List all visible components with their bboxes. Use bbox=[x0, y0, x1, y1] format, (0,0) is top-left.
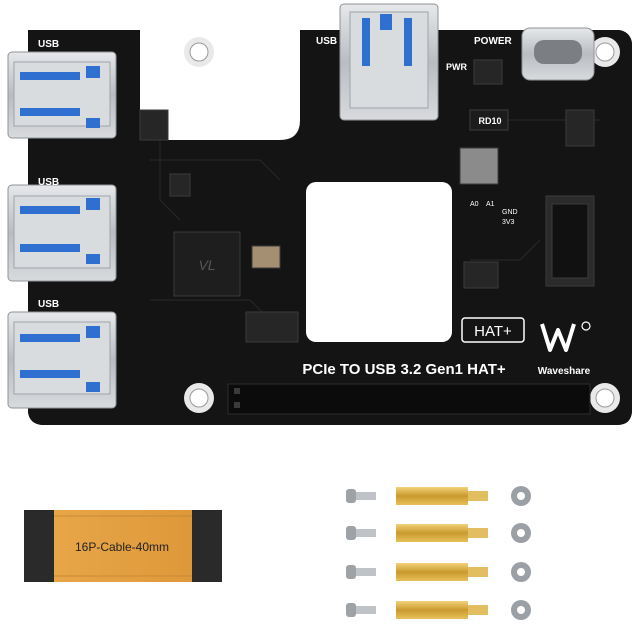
chip-marking: RD10 bbox=[478, 116, 501, 126]
pwr-label: PWR bbox=[446, 62, 467, 72]
components bbox=[139, 59, 595, 343]
hardware-kit bbox=[346, 486, 531, 620]
usb-label-left-2: USB bbox=[38, 177, 59, 188]
board-title: PCIe TO USB 3.2 Gen1 HAT+ bbox=[302, 361, 505, 378]
screw-row-1 bbox=[346, 486, 531, 506]
usb-port-left-1 bbox=[7, 51, 117, 139]
hat-badge-frame bbox=[461, 317, 525, 343]
screw-row-3 bbox=[346, 562, 531, 582]
screw-row-4 bbox=[346, 600, 531, 620]
pin-label-3v3: 3V3 bbox=[502, 219, 515, 226]
gpio-header bbox=[227, 383, 591, 415]
usb-label-left-3: USB bbox=[38, 299, 59, 310]
board-cutout bbox=[306, 182, 452, 342]
waveshare-logo-icon bbox=[540, 321, 591, 352]
mounting-holes bbox=[184, 37, 620, 413]
cable-label: 16P-Cable-40mm bbox=[75, 540, 169, 554]
brand-label: Waveshare bbox=[538, 366, 591, 377]
addr-label-a0: A0 bbox=[470, 201, 479, 208]
usb-port-left-3 bbox=[7, 311, 117, 409]
usb-label-top: USB bbox=[316, 36, 337, 47]
hat-badge: HAT+ bbox=[474, 323, 512, 340]
power-label: POWER bbox=[474, 36, 513, 47]
screw-row-2 bbox=[346, 523, 531, 543]
fpc-cable bbox=[24, 510, 222, 582]
addr-label-a1: A1 bbox=[486, 201, 495, 208]
usb-port-left-2 bbox=[7, 184, 117, 282]
usb-c-connector bbox=[521, 27, 595, 81]
svg-text:VL: VL bbox=[198, 257, 215, 273]
main-chip: VL bbox=[173, 231, 241, 297]
board-notch bbox=[140, 22, 300, 140]
usb-port-top bbox=[339, 3, 439, 121]
pin-label-gnd: GND bbox=[502, 209, 518, 216]
usb-label-left-1: USB bbox=[38, 39, 59, 50]
